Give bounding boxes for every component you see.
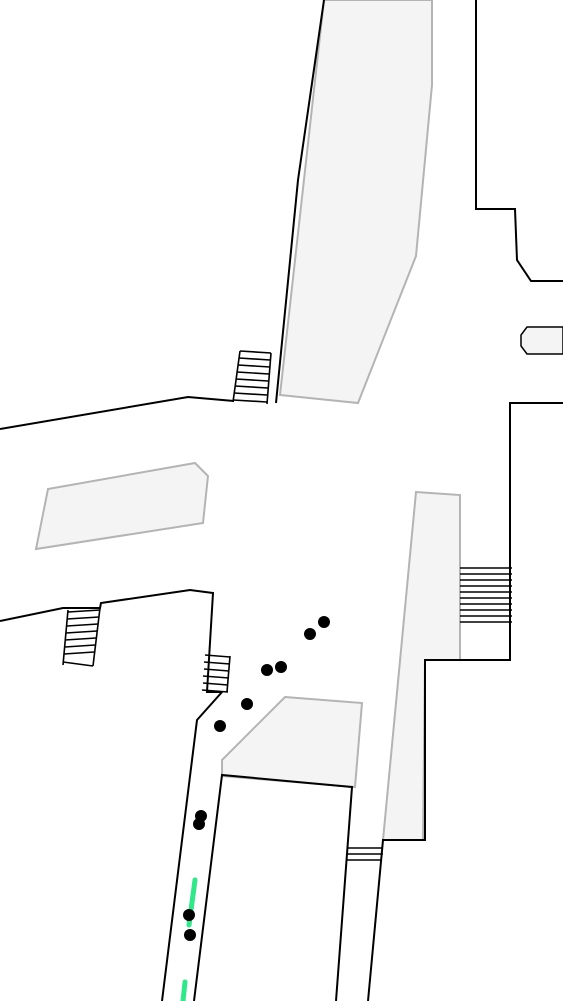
crosswalks <box>62 350 512 861</box>
crosswalk-west <box>62 607 101 667</box>
agent-marker <box>183 909 195 921</box>
agent-marker <box>318 616 330 628</box>
agent-marker <box>241 698 253 710</box>
crosswalk-east <box>460 567 512 623</box>
island-north-median <box>278 0 433 405</box>
traffic-islands <box>34 0 563 841</box>
agents <box>183 616 330 941</box>
road-edge-north-center <box>275 0 325 404</box>
road-edge-north-east <box>475 0 563 282</box>
road-edge-east <box>367 402 563 1001</box>
road-edge-west <box>0 588 225 1001</box>
agent-marker <box>304 628 316 640</box>
crosswalk-north <box>232 350 272 405</box>
trajectory-segment <box>180 979 188 1001</box>
agent-marker <box>184 929 196 941</box>
crosswalk-south <box>346 847 383 861</box>
road-edge-north-west <box>0 395 235 430</box>
crosswalk-south-west <box>201 654 231 693</box>
agent-marker <box>275 661 287 673</box>
road-edge-south-inner <box>193 773 354 1001</box>
agent-marker <box>193 818 205 830</box>
island-west-median <box>34 461 210 551</box>
island-east-small <box>520 326 563 355</box>
agent-marker <box>214 720 226 732</box>
agent-marker <box>261 664 273 676</box>
